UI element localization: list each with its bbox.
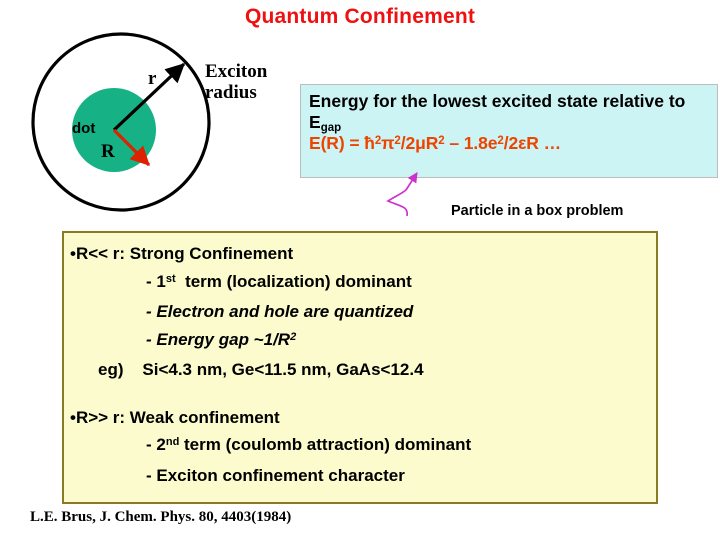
point3-exp: 2 (290, 330, 297, 343)
formula-pi-exp: 2 (394, 135, 401, 148)
weak-confinement-heading: •R>> r: Weak confinement (70, 407, 280, 427)
formula-denom1-exp: 2 (438, 135, 445, 148)
wpoint1-ordinal: nd (165, 436, 180, 448)
dot-label: dot (72, 120, 96, 137)
energy-callout-box: Energy for the lowest excited state rela… (300, 84, 718, 178)
formula-denom2: /2εR (503, 133, 539, 154)
formula-pi: π (381, 133, 395, 154)
point1-pre: - 1 (146, 271, 166, 291)
dot-radius-arrow (112, 128, 151, 167)
strong-confinement-heading: •R<< r: Strong Confinement (70, 244, 294, 263)
formula-ellipsis: … (538, 133, 562, 154)
particle-in-a-box-note: Particle in a box problem (451, 203, 624, 219)
citation: L.E. Brus, J. Chem. Phys. 80, 4403(1984) (30, 509, 292, 525)
strong-confinement-point-1: - 1st term (localization) dominant (70, 268, 656, 299)
strong-confinement-point-3: - Energy gap ~1/R2 (70, 326, 656, 357)
energy-heading-subscript: gap (320, 121, 342, 134)
weak-confinement-point-1: - 2nd term (coulomb attraction) dominant (70, 431, 656, 462)
wpoint1-pre: - 2 (146, 435, 166, 454)
exciton-radius-label: r (148, 68, 157, 89)
energy-formula: E(R) = ħ2π2/2μR2 – 1.8e2/2εR … (309, 133, 717, 154)
energy-callout-heading: Energy for the lowest excited state rela… (309, 91, 714, 134)
strong-confinement-examples: eg) Si<4.3 nm, Ge<11.5 nm, GaAs<12.4 (98, 360, 424, 379)
callout-squiggle-arrow (383, 172, 443, 218)
formula-hbar-exp: 2 (374, 135, 382, 148)
strong-confinement-point-2: - Electron and hole are quantized (146, 302, 414, 321)
wpoint1-post: term (coulomb attraction) dominant (179, 435, 472, 454)
confinement-regimes-box: •R<< r: Strong Confinement - 1st term (l… (62, 231, 658, 504)
formula-term2: 1.8e (463, 133, 498, 154)
quantum-dot-diagram: r dot R (18, 26, 318, 221)
dot-radius-label: R (101, 141, 115, 162)
formula-hbar: ħ (364, 133, 375, 154)
point1-ordinal: st (165, 272, 176, 285)
exciton-radius-caption-line2: radius (205, 81, 257, 103)
exciton-radius-arrow (112, 62, 186, 132)
exciton-radius-caption: Exciton radius (205, 61, 315, 103)
formula-lhs: E(R) = (309, 133, 365, 154)
section-spacer (70, 384, 656, 404)
energy-heading-text: Energy for the lowest excited state rela… (309, 91, 686, 132)
page-title: Quantum Confinement (244, 5, 476, 28)
formula-denom1: /2μR (400, 133, 439, 154)
weak-confinement-point-2: - Exciton confinement character (146, 465, 405, 485)
exciton-radius-caption-line1: Exciton (205, 61, 268, 82)
formula-term2-exp: 2 (497, 135, 504, 148)
point1-post: term (localization) dominant (175, 271, 412, 291)
formula-operator: – (444, 133, 464, 154)
point3-pre: - Energy gap ~1/R (146, 329, 291, 349)
